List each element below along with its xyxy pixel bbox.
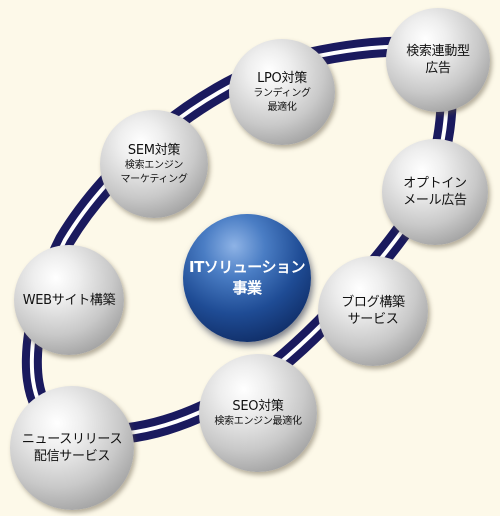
node-seo: SEO対策 検索エンジン最適化 xyxy=(199,354,317,472)
node-lpo: LPO対策 ランディング 最適化 xyxy=(229,39,335,145)
center-line2: 事業 xyxy=(232,279,262,297)
node-lpo-title: LPO対策 xyxy=(257,70,307,86)
node-blog-title2: サービス xyxy=(347,312,399,327)
node-listing-title: 検索連動型 xyxy=(406,44,470,59)
node-news-release: ニュースリリース 配信サービス xyxy=(10,386,134,510)
node-listing-title2: 広告 xyxy=(425,61,451,76)
node-news-title2: 配信サービス xyxy=(33,449,111,464)
node-web-site: WEBサイト構築 xyxy=(14,245,124,355)
node-seo-sub1: 検索エンジン最適化 xyxy=(214,415,302,427)
node-sem: SEM対策 検索エンジン マーケティング xyxy=(100,110,208,218)
node-sem-sub2: マーケティング xyxy=(120,173,188,185)
center-node-it-solutions: ITソリューション 事業 xyxy=(183,214,311,342)
node-optin-title: オプトイン xyxy=(403,176,467,191)
node-lpo-sub2: 最適化 xyxy=(267,101,297,113)
node-optin-mail: オプトイン メール広告 xyxy=(382,139,488,245)
center-line1: ITソリューション xyxy=(188,258,306,276)
node-optin-title2: メール広告 xyxy=(403,193,467,208)
node-sem-title: SEM対策 xyxy=(127,142,181,158)
node-sem-sub1: 検索エンジン xyxy=(124,159,184,171)
node-listing-ads: 検索連動型 広告 xyxy=(386,8,490,112)
node-lpo-sub1: ランディング xyxy=(253,87,311,99)
node-seo-title: SEO対策 xyxy=(232,398,284,414)
node-news-title: ニュースリリース xyxy=(21,432,123,447)
node-web-title: WEBサイト構築 xyxy=(22,292,116,308)
node-blog: ブログ構築 サービス xyxy=(318,256,428,366)
node-blog-title: ブログ構築 xyxy=(341,295,405,310)
